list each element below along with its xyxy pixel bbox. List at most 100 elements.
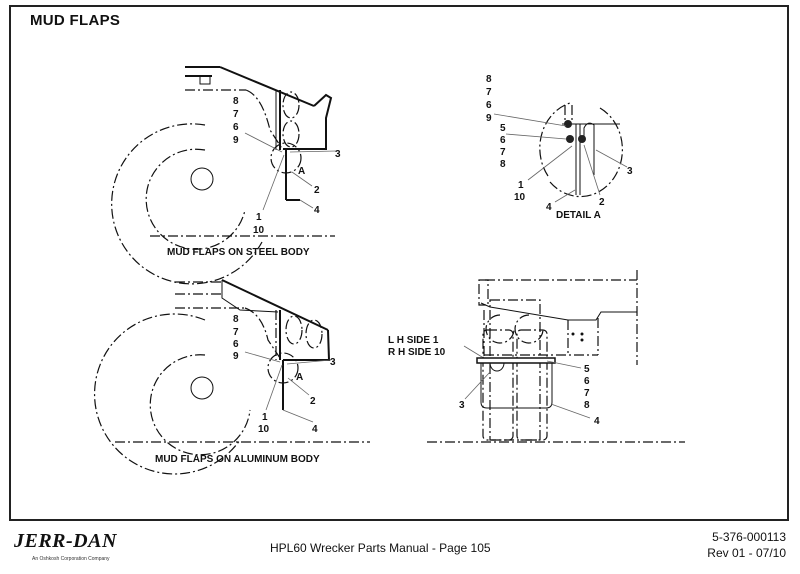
callout-label: R H SIDE 10: [388, 347, 446, 358]
drawing-stroke: [221, 280, 279, 313]
drawing-stroke: [578, 135, 586, 143]
drawing-stroke: [282, 120, 300, 148]
leader-line: [291, 171, 313, 187]
callout-label: 8: [500, 159, 506, 170]
leader-line: [595, 149, 628, 168]
drawing-stroke: [244, 307, 281, 359]
callout-label: 6: [584, 376, 590, 387]
rear-view: L H SIDE 1 R H SIDE 10 5 6 7 8 3 4: [388, 270, 685, 443]
drawing-stroke: [580, 332, 584, 336]
tire-inner: [145, 148, 246, 250]
leader-line: [527, 145, 573, 181]
drawing-stroke: [489, 362, 505, 372]
detail-caption: DETAIL A: [556, 210, 601, 221]
callout-label: A: [298, 166, 305, 177]
callout-label: 6: [233, 122, 239, 133]
callout-label: 4: [594, 416, 600, 427]
revision: Rev 01 - 07/10: [707, 546, 786, 560]
drawing-stroke: [583, 122, 595, 175]
callout-label: 10: [258, 424, 270, 435]
leader-line: [493, 113, 567, 127]
callout-label: 4: [314, 205, 320, 216]
leader-line: [244, 351, 281, 363]
hub: [190, 167, 214, 191]
drawing-stroke: [305, 319, 323, 349]
drawing-stroke: [489, 299, 541, 441]
leader-line: [289, 150, 337, 153]
callout-label: 7: [584, 388, 590, 399]
callout-label: 8: [233, 314, 239, 325]
callout-label: 3: [627, 166, 633, 177]
jerr-dan-logo: JERR-DAN: [14, 530, 117, 552]
leader-line: [583, 144, 601, 196]
drawing-stroke: [564, 120, 572, 128]
callout-label: 5: [584, 364, 590, 375]
page-title: MUD FLAPS: [30, 12, 121, 29]
detail-a-circle: [267, 352, 299, 384]
leader-line: [262, 154, 285, 211]
tire-outline: [111, 123, 263, 285]
drawing-stroke: [580, 338, 584, 342]
aluminum-caption: MUD FLAPS ON ALUMINUM BODY: [155, 454, 320, 465]
callout-label: 2: [314, 185, 320, 196]
drawing-stroke: [514, 314, 544, 344]
leader-line: [463, 345, 483, 358]
detail-a-circle: [270, 142, 302, 174]
manual-title: HPL60 Wrecker Parts Manual - Page 105: [270, 541, 491, 555]
drawing-stroke: [199, 75, 211, 85]
callout-label: 6: [233, 339, 239, 350]
tire-inner: [149, 354, 251, 456]
callout-label: 9: [233, 135, 239, 146]
drawing-stroke: [539, 102, 623, 198]
leader-line: [299, 199, 314, 209]
document-id: 5-376-000113 Rev 01 - 07/10: [707, 529, 786, 561]
leader-line: [554, 189, 576, 203]
drawing-stroke: [245, 89, 284, 151]
callout-label: 1: [518, 180, 524, 191]
callout-label: 7: [233, 109, 239, 120]
callout-label: 6: [500, 135, 506, 146]
callout-label: 9: [486, 113, 492, 124]
callout-label: A: [296, 372, 303, 383]
callout-label: 10: [514, 192, 526, 203]
drawing-stroke: [285, 315, 303, 345]
leader-line: [282, 409, 314, 423]
drawing-stroke: [221, 279, 329, 331]
drawing-stroke: [283, 93, 333, 150]
callout-label: 7: [486, 87, 492, 98]
drawing-stroke: [476, 357, 556, 364]
callout-label: 4: [546, 202, 552, 213]
leader-line: [505, 133, 567, 140]
aluminum-body-view: 8 7 6 9 3 A 2 1 10 4 MUD FLAPS ON ALUMIN…: [94, 279, 370, 475]
leader-line: [244, 132, 283, 153]
callout-label: 9: [233, 351, 239, 362]
callout-label: 3: [335, 149, 341, 160]
callout-label: 2: [599, 197, 605, 208]
drawing-stroke: [516, 329, 548, 441]
leader-line: [286, 359, 332, 365]
callout-label: 8: [486, 74, 492, 85]
steel-caption: MUD FLAPS ON STEEL BODY: [167, 247, 310, 258]
leader-line: [287, 377, 310, 396]
drawing-stroke: [571, 332, 575, 336]
part-number: 5-376-000113: [712, 530, 786, 544]
page-border: [9, 5, 789, 521]
leader-line: [464, 371, 491, 400]
drawing-stroke: [478, 279, 489, 306]
callout-label: 3: [330, 357, 336, 368]
tire-outline: [94, 313, 241, 475]
callout-label: L H SIDE 1: [388, 335, 439, 346]
drawing-stroke: [482, 329, 514, 441]
hub: [190, 376, 214, 400]
callout-label: 3: [459, 400, 465, 411]
logo-subtitle: An Oshkosh Corporation Company: [32, 556, 110, 562]
steel-body-view: 8 7 6 9 3 A 2 4 1 10 MUD FLAPS ON STEEL …: [111, 66, 341, 285]
leader-line: [265, 364, 283, 411]
detail-a-view: 8 7 6 9 5 6 7 8 1 10 4 2 3 DETAIL A: [486, 74, 633, 221]
callout-label: 1: [256, 212, 262, 223]
callout-label: 4: [312, 424, 318, 435]
callout-label: 6: [486, 100, 492, 111]
drawing-stroke: [480, 302, 637, 321]
callout-label: 8: [233, 96, 239, 107]
